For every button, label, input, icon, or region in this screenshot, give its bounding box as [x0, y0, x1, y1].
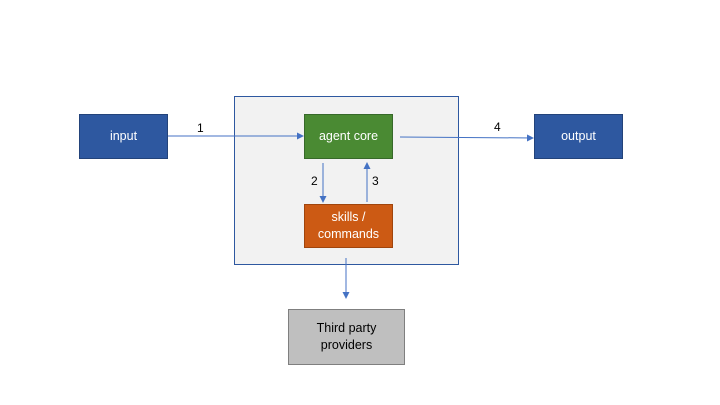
third-party-providers-node: Third party providers [288, 309, 405, 365]
third-party-providers-node-label: Third party providers [316, 321, 377, 352]
input-node: input [79, 114, 168, 159]
arrow-core-to-output [399, 134, 534, 142]
output-node: output [534, 114, 623, 159]
skills-commands-node-label: skills / commands [317, 210, 380, 241]
edge-label-4: 4 [494, 120, 501, 134]
edge-label-3: 3 [372, 174, 379, 188]
agent-core-node: agent core [304, 114, 393, 159]
output-node-label: output [561, 129, 596, 143]
input-node-label: input [109, 129, 138, 143]
edge-label-1: 1 [197, 121, 204, 135]
skills-commands-node: skills / commands [304, 204, 393, 248]
agent-core-node-label: agent core [318, 129, 379, 143]
edge-label-2: 2 [311, 174, 318, 188]
